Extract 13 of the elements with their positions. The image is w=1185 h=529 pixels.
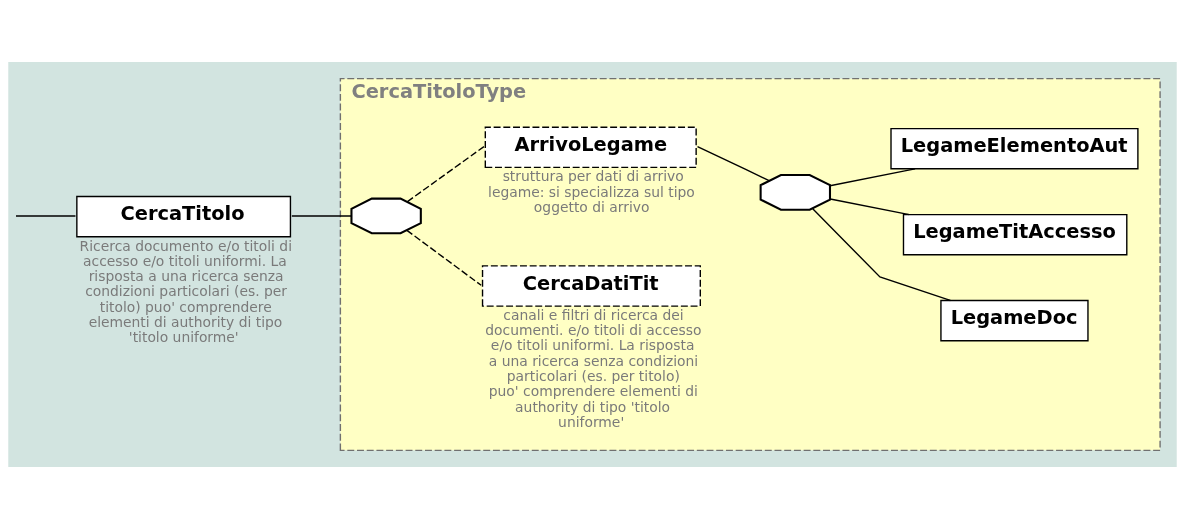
connector: [696, 145, 770, 182]
connector: [812, 208, 952, 302]
node-label: canali e filtri di ricerca dei documenti. e/o titoli di accesso e/o titoli uniformi. La risposta a una ricerca senza condizioni particolari (es. per titolo) puo' comprendere elementi di authority di tipo 'titolo uniforme': [485, 306, 702, 430]
node-label: Ricerca documento e/o titoli di accesso e/o titoli uniformi. La risposta a una ricerca senza condizioni particolari (es. per titolo) puo' comprendere elementi di authority di tipo 'titolo uniforme': [79, 237, 293, 346]
node-label: struttura per dati di arrivo legame: si specializza sul tipo oggetto di arrivo: [488, 168, 695, 215]
node-octagon: [759, 174, 831, 211]
connector: [406, 229, 482, 286]
node-octagon: [350, 197, 422, 235]
connector: [15, 215, 77, 217]
connector: [829, 198, 910, 216]
connector: [829, 168, 916, 187]
connector: [406, 145, 485, 203]
connector: [291, 215, 352, 217]
